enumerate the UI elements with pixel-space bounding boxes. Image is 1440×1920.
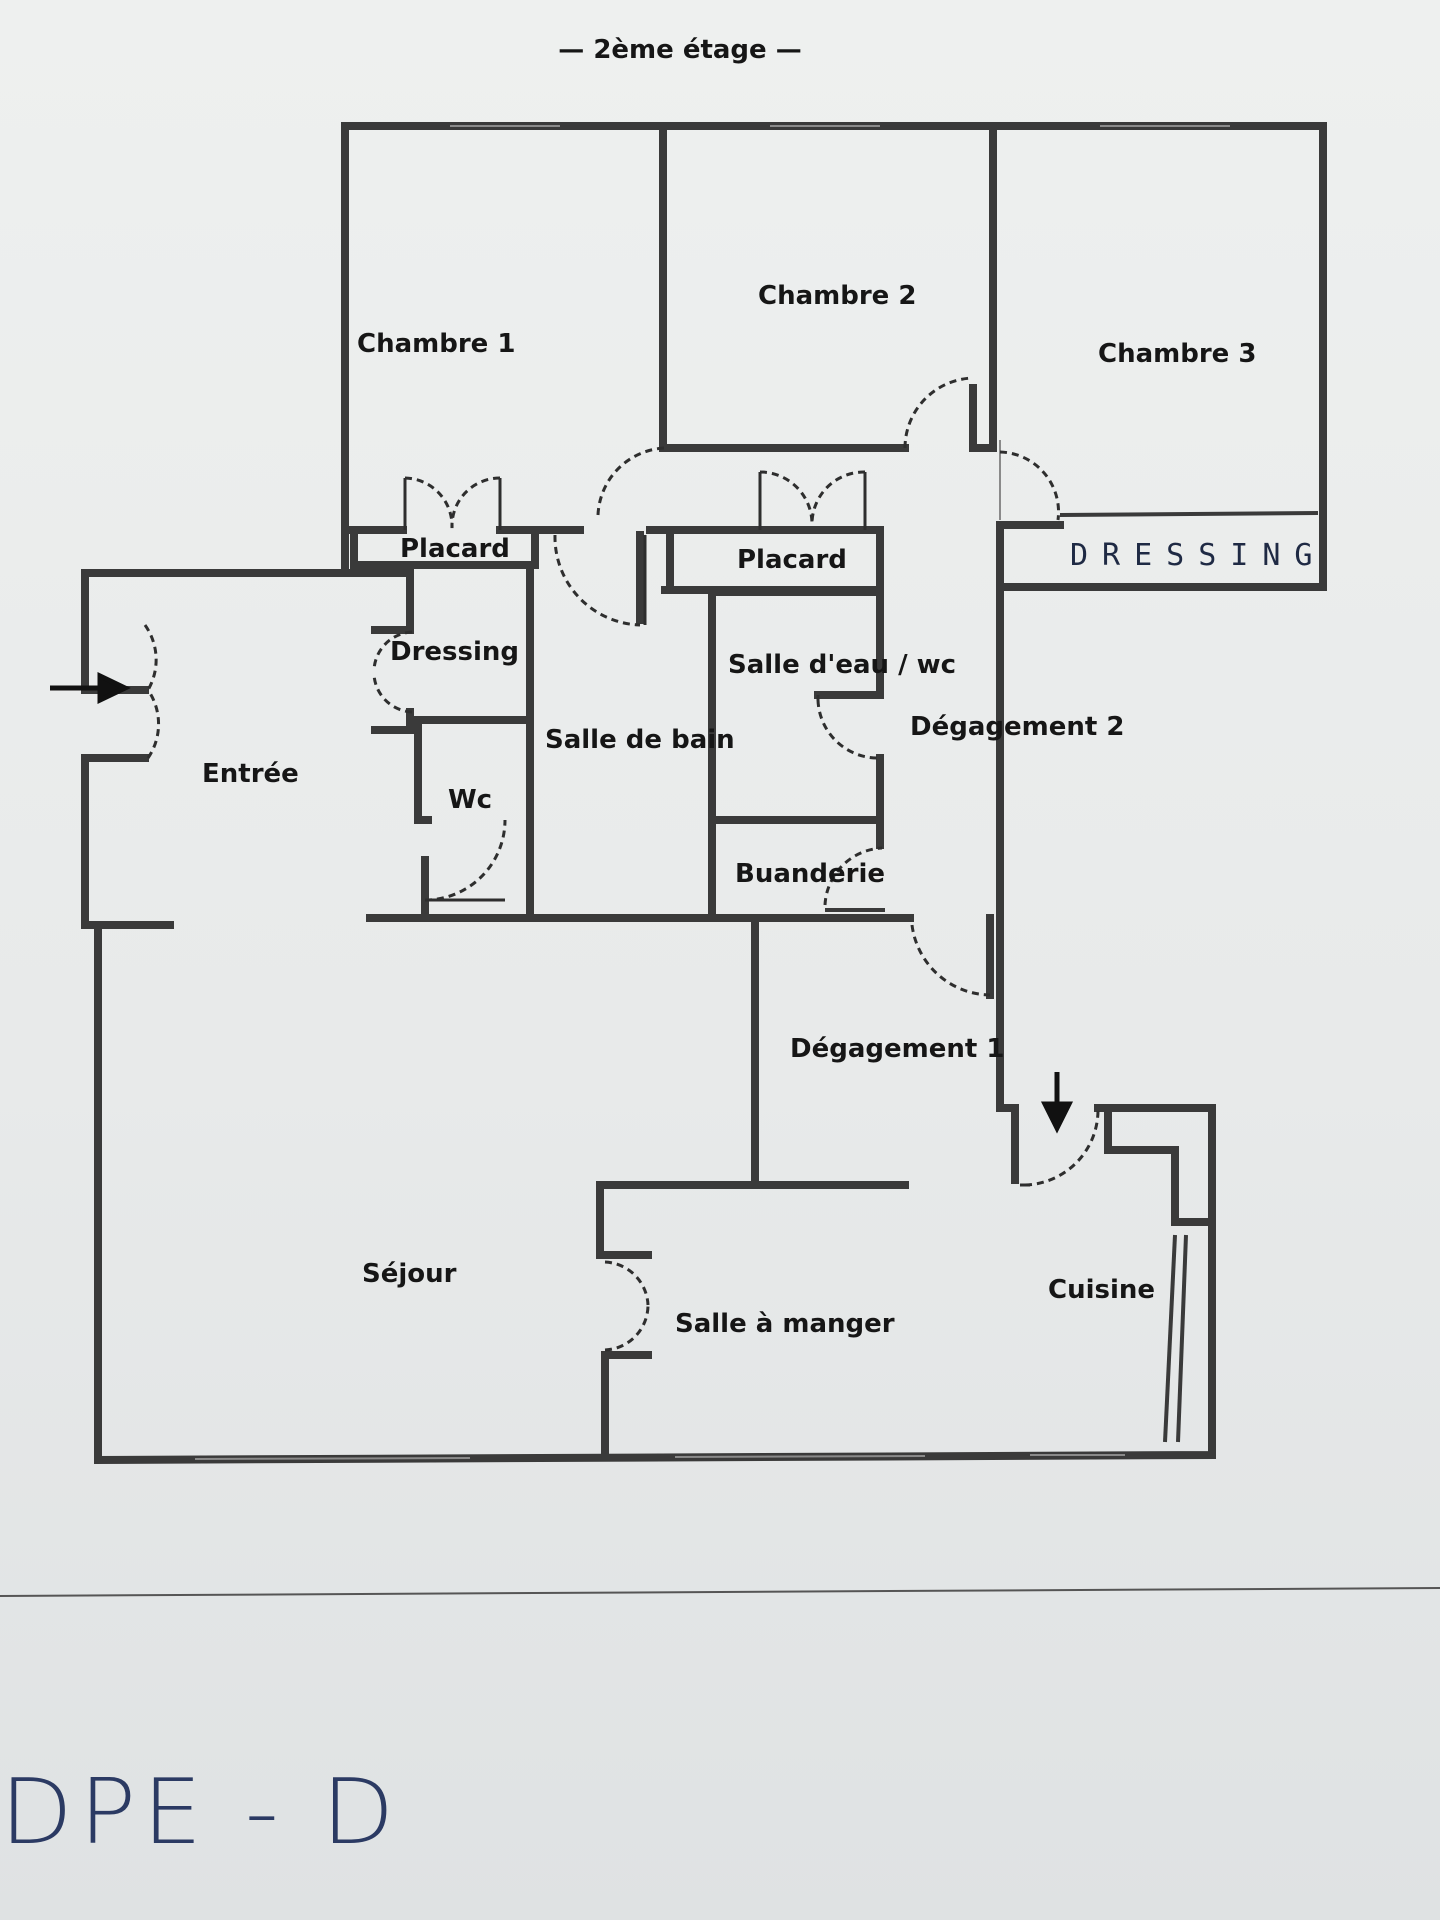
wall-cuisine-cabinet-top	[1104, 1104, 1179, 1154]
dpe-annotation: DPE - D	[0, 1760, 401, 1865]
label-degagement1: Dégagement 1	[790, 1034, 1004, 1064]
wall-sam-top	[596, 1181, 652, 1259]
entry-arrow-left	[50, 672, 131, 704]
wall-cuisine-cabinet	[1171, 1146, 1216, 1226]
wall-salle-eau-bottom	[708, 754, 884, 824]
label-salle-de-bain: Salle de bain	[545, 725, 735, 755]
cuisine-counter-line-2	[1176, 1234, 1188, 1443]
wall-salle-eau-top	[708, 588, 884, 699]
door-degagement1	[910, 924, 991, 997]
label-buanderie: Buanderie	[735, 859, 885, 889]
wall-chambre2-right	[969, 122, 997, 452]
door-cuisine	[1020, 1109, 1100, 1187]
sheet-edge-line	[0, 1587, 1440, 1597]
wall-bath-top-b	[646, 526, 674, 594]
wall-placard1	[350, 526, 536, 569]
label-wc: Wc	[448, 785, 492, 815]
door-chambre2	[596, 446, 666, 516]
label-salle-a-manger: Salle à manger	[675, 1309, 895, 1339]
label-degagement2: Dégagement 2	[910, 712, 1124, 742]
door-dressing1	[372, 630, 413, 714]
label-dressing1: Dressing	[390, 637, 519, 667]
door-salle-eau	[816, 695, 881, 760]
door-entree	[143, 624, 161, 759]
door-chambre1	[553, 534, 647, 627]
label-dressing2: DRESSING	[1070, 538, 1327, 573]
door-chambre3	[999, 450, 1061, 521]
wall-degagement2-right	[996, 586, 1019, 1184]
wall-dressing1-top	[371, 569, 414, 634]
door-placard1	[403, 476, 502, 530]
door-chambre2-right	[903, 376, 974, 449]
window-sejour	[194, 1457, 471, 1460]
label-cuisine: Cuisine	[1048, 1275, 1155, 1305]
wall-entree-left-lower	[81, 754, 174, 929]
label-chambre2: Chambre 2	[758, 281, 916, 311]
wall-entree-top	[81, 569, 414, 694]
label-placard1: Placard	[400, 534, 510, 564]
window-sam	[674, 1455, 926, 1458]
label-salle-eau: Salle d'eau / wc	[728, 650, 956, 680]
wall-sejour-outer	[94, 921, 1216, 1465]
label-placard2: Placard	[737, 545, 847, 575]
cuisine-counter-line	[1163, 1234, 1177, 1443]
wall-chambre1-bottom-b	[496, 526, 539, 569]
entry-arrow-cuisine	[1040, 1072, 1074, 1134]
label-chambre3: Chambre 3	[1098, 339, 1256, 369]
wall-wc-left	[414, 716, 432, 824]
dressing2-divider	[1059, 511, 1319, 517]
label-chambre1: Chambre 1	[357, 329, 515, 359]
label-entree: Entrée	[202, 759, 299, 789]
door-wc	[424, 819, 507, 902]
door-buanderie	[823, 846, 883, 906]
door-salle-a-manger	[604, 1260, 650, 1352]
door-placard2	[758, 470, 867, 530]
wall-dressing1-mid	[371, 708, 414, 734]
floor-title: — 2ème étage —	[558, 35, 801, 65]
label-sejour: Séjour	[362, 1259, 457, 1289]
